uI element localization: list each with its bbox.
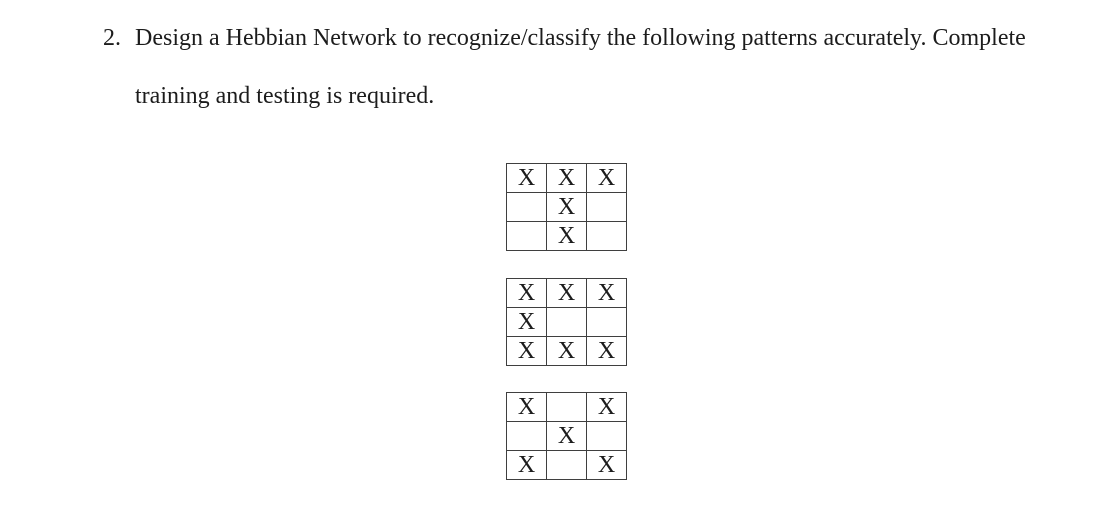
pattern-cell bbox=[546, 307, 587, 337]
pattern-cell: X bbox=[586, 278, 627, 308]
question-text-line-1: Design a Hebbian Network to recognize/cl… bbox=[135, 25, 1026, 51]
pattern-cell: X bbox=[586, 392, 627, 422]
pattern-row: X X X bbox=[506, 163, 627, 193]
pattern-row: X bbox=[506, 307, 627, 337]
pattern-cell: X bbox=[586, 336, 627, 366]
pattern-cell bbox=[586, 192, 627, 222]
pattern-cell bbox=[546, 392, 587, 422]
pattern-cell: X bbox=[506, 163, 547, 193]
pattern-cell: X bbox=[586, 450, 627, 480]
pattern-cell bbox=[506, 221, 547, 251]
pattern-cell: X bbox=[506, 307, 547, 337]
pattern-cell bbox=[586, 307, 627, 337]
pattern-cell: X bbox=[506, 336, 547, 366]
pattern-cell: X bbox=[546, 336, 587, 366]
pattern-cell: X bbox=[546, 421, 587, 451]
pattern-cell: X bbox=[506, 450, 547, 480]
pattern-row: X bbox=[506, 421, 627, 451]
pattern-cell: X bbox=[546, 192, 587, 222]
pattern-cell: X bbox=[546, 278, 587, 308]
pattern-table-1: X X X X X bbox=[506, 163, 627, 251]
pattern-cell bbox=[586, 421, 627, 451]
pattern-cell: X bbox=[586, 163, 627, 193]
pattern-cell: X bbox=[546, 221, 587, 251]
pattern-cell bbox=[506, 192, 547, 222]
pattern-row: X bbox=[506, 192, 627, 222]
pattern-cell bbox=[506, 421, 547, 451]
pattern-cell: X bbox=[506, 392, 547, 422]
pattern-row: X X bbox=[506, 450, 627, 480]
question-number: 2. bbox=[103, 25, 121, 51]
pattern-cell bbox=[546, 450, 587, 480]
pattern-table-2: X X X X X X X bbox=[506, 278, 627, 366]
pattern-cell bbox=[586, 221, 627, 251]
pattern-cell: X bbox=[546, 163, 587, 193]
question-text-line-2: training and testing is required. bbox=[135, 83, 435, 109]
pattern-row: X X bbox=[506, 392, 627, 422]
pattern-row: X X X bbox=[506, 278, 627, 308]
pattern-row: X bbox=[506, 221, 627, 251]
pattern-table-3: X X X X X bbox=[506, 392, 627, 480]
pattern-cell: X bbox=[506, 278, 547, 308]
pattern-row: X X X bbox=[506, 336, 627, 366]
